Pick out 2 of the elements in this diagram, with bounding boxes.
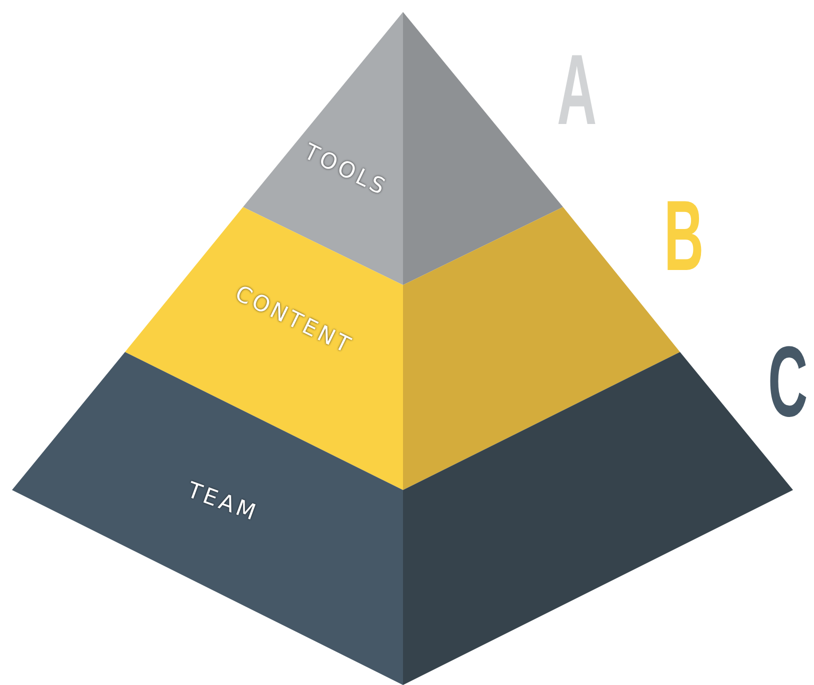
layer-letter: C <box>768 332 808 432</box>
layer-letter: B <box>664 186 704 286</box>
